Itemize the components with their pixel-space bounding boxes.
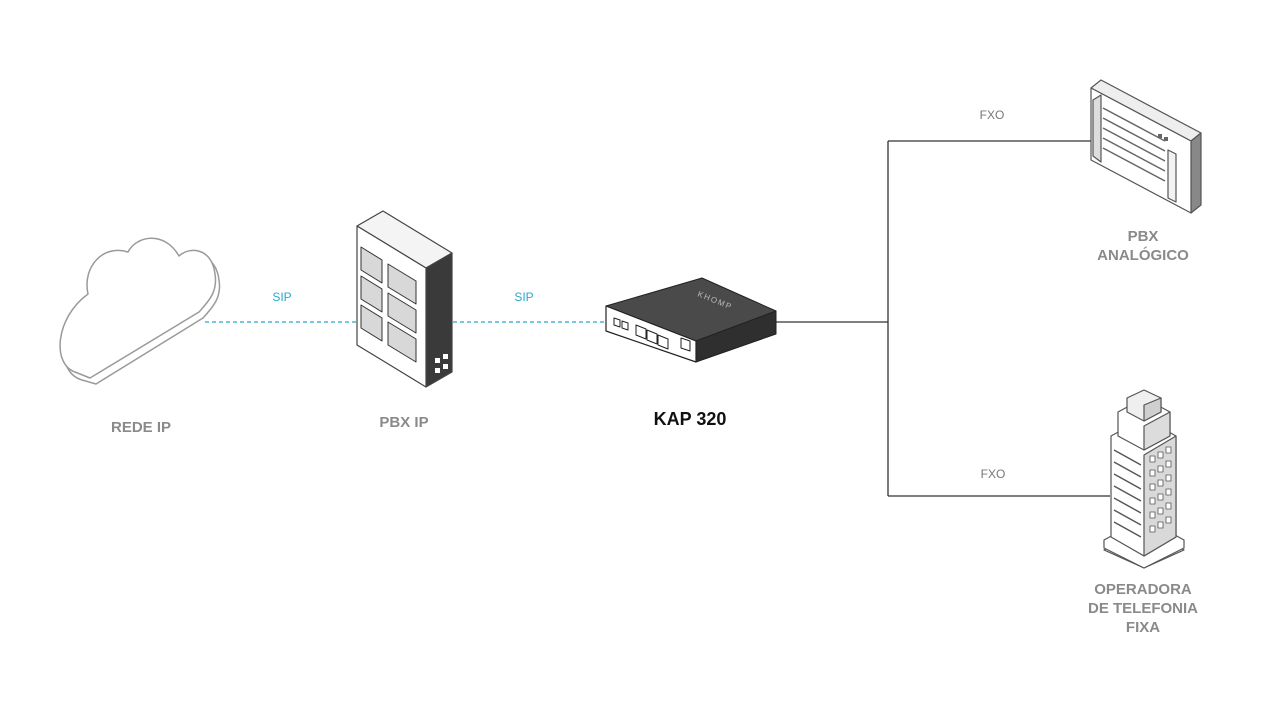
pbx-server-icon bbox=[356, 210, 453, 388]
operator-building-icon bbox=[1103, 389, 1185, 569]
gateway-device-icon: KHOMP bbox=[605, 277, 777, 363]
cloud-icon bbox=[59, 237, 221, 385]
link-label-sip-1: SIP bbox=[272, 290, 292, 304]
link-label-fxo-2: FXO bbox=[980, 467, 1006, 481]
analog-pbx-icon bbox=[1090, 79, 1202, 214]
link-label-fxo-1: FXO bbox=[979, 108, 1005, 122]
node-label-pbx-analogico: PBX ANALÓGICO bbox=[1097, 228, 1189, 264]
node-label-kap-320: KAP 320 bbox=[653, 409, 727, 429]
node-label-pbx-ip: PBX IP bbox=[379, 414, 429, 431]
node-label-rede-ip: REDE IP bbox=[110, 419, 171, 436]
node-label-operadora: OPERADORA DE TELEFONIA FIXA bbox=[1087, 581, 1198, 636]
link-label-sip-2: SIP bbox=[514, 290, 534, 304]
